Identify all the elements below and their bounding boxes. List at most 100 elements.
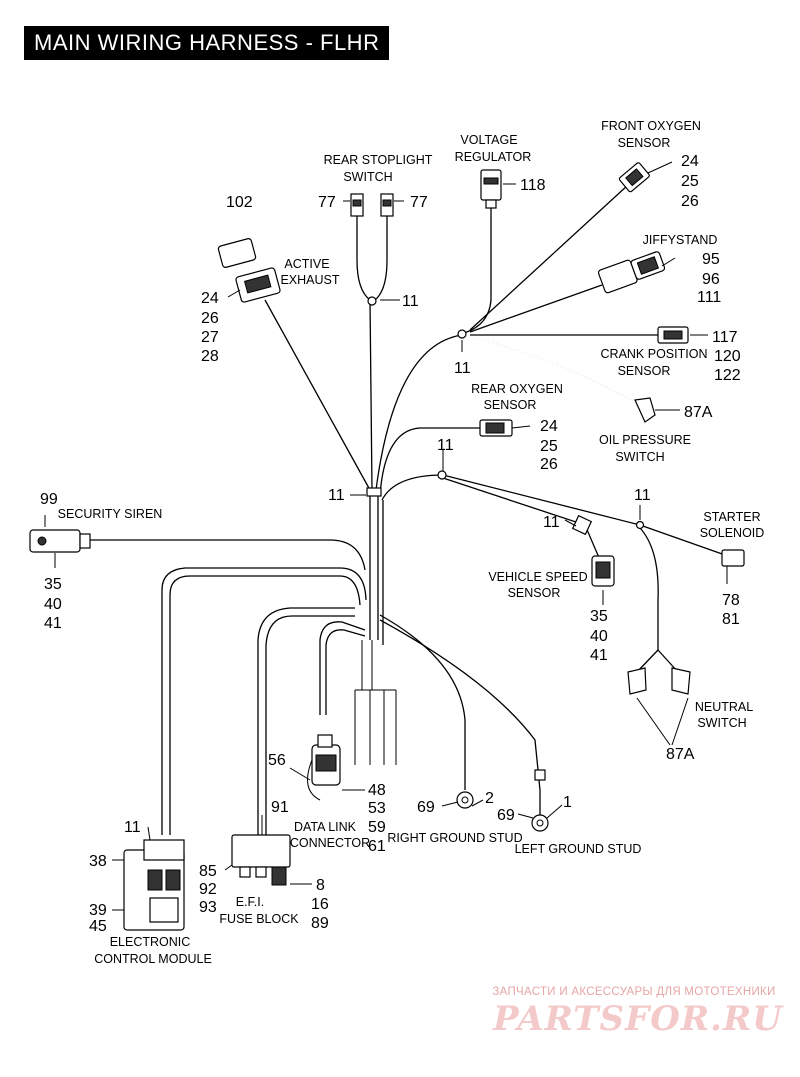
crank-position-connector [657, 326, 689, 344]
rear-oxygen-sensor-label-2: SENSOR [484, 398, 537, 412]
ref-dlc-4: 61 [368, 838, 386, 855]
ref-cps-1: 117 [712, 329, 738, 346]
security-siren-label: SECURITY SIREN [58, 507, 163, 521]
active-exhaust-label-2: EXHAUST [280, 273, 339, 287]
crank-position-label: CRANK POSITION [601, 347, 708, 361]
rear-stoplight-switch-connectors [350, 193, 394, 217]
ref-cps-2: 120 [714, 348, 741, 365]
ref-ss-2: 40 [44, 596, 62, 613]
watermark-logo: PARTSFOR.RU [492, 999, 784, 1039]
right-ground-stud-label: RIGHT GROUND STUD [387, 831, 522, 845]
voltage-regulator-label: VOLTAGE [460, 133, 517, 147]
oil-pressure-switch-terminal [634, 397, 656, 423]
jiffystand-label: JIFFYSTAND [643, 233, 718, 247]
active-exhaust-connector [217, 238, 281, 303]
front-oxygen-sensor-label: FRONT OXYGEN [601, 119, 701, 133]
left-ground-stud-label: LEFT GROUND STUD [515, 842, 642, 856]
ref-ae-4: 28 [201, 348, 219, 365]
vehicle-speed-sensor-label: VEHICLE SPEED [488, 570, 587, 584]
ref-js-3: 111 [697, 289, 721, 306]
ref-ros-3: 26 [540, 456, 558, 473]
security-siren-connector [29, 529, 91, 553]
ref-ae-2: 26 [201, 310, 219, 327]
active-exhaust-label: ACTIVE [284, 257, 329, 271]
ref-efi-l2: 92 [199, 881, 217, 898]
clip-ref-5: 11 [634, 487, 651, 504]
efi-fuse-block-body [231, 834, 291, 886]
ref-dlc-1: 48 [368, 782, 386, 799]
ecm-label: ELECTRONIC [110, 935, 191, 949]
ref-js-2: 96 [702, 271, 720, 288]
ref-vss-1: 35 [590, 608, 608, 625]
ref-91: 91 [271, 799, 289, 816]
ground-ring-terminals [456, 769, 549, 832]
ref-ss-3: 41 [44, 615, 62, 632]
ref-vss-2: 40 [590, 628, 608, 645]
ref-ns: 87A [666, 746, 695, 763]
watermark-tagline: ЗАПЧАСТИ И АКСЕССУАРЫ ДЛЯ МОТОТЕХНИКИ [492, 986, 775, 998]
ref-ros-1: 24 [540, 418, 558, 435]
ref-ops: 87A [684, 404, 713, 421]
ref-118: 118 [520, 177, 546, 194]
ref-fos-3: 26 [681, 193, 699, 210]
ref-ros-2: 25 [540, 438, 558, 455]
rear-oxygen-sensor-label: REAR OXYGEN [471, 382, 563, 396]
harness-wires [90, 184, 726, 835]
front-oxygen-sensor-label-2: SENSOR [618, 136, 671, 150]
ecm-body [123, 839, 185, 931]
starter-solenoid-terminal [721, 549, 745, 567]
ref-fos-1: 24 [681, 153, 699, 170]
ref-efi-r3: 89 [311, 915, 329, 932]
ref-rgs-2: 2 [485, 790, 494, 807]
data-link-connector-body [307, 734, 341, 801]
ref-ae-3: 27 [201, 329, 219, 346]
ref-99: 99 [40, 491, 58, 508]
efi-label: E.F.I. [236, 895, 264, 909]
ref-efi-r1: 8 [316, 877, 325, 894]
ref-77-left: 77 [318, 194, 336, 211]
ref-efi-l3: 93 [199, 899, 217, 916]
front-oxygen-sensor-connector [618, 162, 650, 193]
ref-56: 56 [268, 752, 286, 769]
clip-ref-3: 11 [437, 437, 454, 454]
vehicle-speed-sensor-label-2: SENSOR [508, 586, 561, 600]
neutral-switch-terminals [627, 667, 691, 695]
data-link-connector-label: DATA LINK [294, 820, 357, 834]
jiffystand-connector [597, 251, 666, 294]
ref-cps-3: 122 [714, 367, 741, 384]
ref-ae-1: 24 [201, 290, 219, 307]
rear-stoplight-switch-label-2: SWITCH [343, 170, 392, 184]
starter-solenoid-label-2: SOLENOID [700, 526, 765, 540]
ref-ecm-b1: 39 [89, 902, 107, 919]
neutral-switch-label: NEUTRAL [695, 700, 753, 714]
clip-ref-2: 11 [454, 360, 471, 377]
ref-vss-3: 41 [590, 647, 608, 664]
ref-38: 38 [89, 853, 107, 870]
ref-lgs-1: 69 [497, 807, 515, 824]
ref-rgs-1: 69 [417, 799, 435, 816]
ecm-label-2: CONTROL MODULE [94, 952, 212, 966]
starter-solenoid-label: STARTER [703, 510, 760, 524]
clip-ref-1: 11 [402, 293, 419, 310]
oil-pressure-label-2: SWITCH [615, 450, 664, 464]
diagram-title: MAIN WIRING HARNESS - FLHR [24, 26, 390, 60]
ref-dlc-2: 53 [368, 800, 386, 817]
rear-stoplight-switch-label: REAR STOPLIGHT [324, 153, 433, 167]
ref-dlc-3: 59 [368, 819, 386, 836]
ref-fos-2: 25 [681, 173, 699, 190]
clip-ref-4: 11 [328, 487, 345, 504]
ref-js-1: 95 [702, 251, 720, 268]
voltage-regulator-label-2: REGULATOR [455, 150, 532, 164]
ref-ecm-b2: 45 [89, 918, 107, 935]
oil-pressure-label: OIL PRESSURE [599, 433, 691, 447]
ref-sts-2: 81 [722, 611, 740, 628]
ref-efi-r2: 16 [311, 896, 329, 913]
neutral-switch-label-2: SWITCH [697, 716, 746, 730]
vehicle-speed-sensor-connector [591, 555, 615, 587]
ref-ecm-11: 11 [124, 819, 141, 836]
leader-lines [44, 161, 728, 911]
data-link-connector-label-2: CONNECTOR [290, 836, 370, 850]
voltage-regulator-connector [480, 169, 502, 209]
